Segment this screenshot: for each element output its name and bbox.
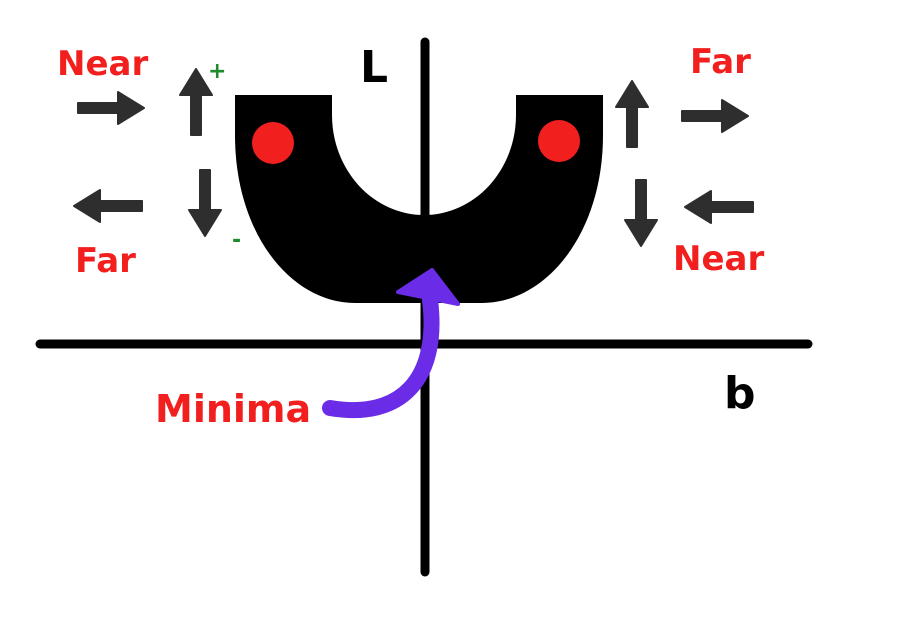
right-arrow-icon bbox=[77, 91, 145, 125]
left-arrow-icon bbox=[684, 190, 754, 224]
down-arrow-icon bbox=[624, 179, 658, 247]
right-near-label: Near bbox=[673, 239, 764, 279]
minus-sign: - bbox=[232, 228, 241, 253]
left-arrow-icon bbox=[73, 189, 143, 223]
minima-arrow bbox=[322, 268, 460, 419]
left-ball bbox=[252, 122, 294, 164]
potential-well bbox=[235, 95, 603, 303]
up-arrow-icon bbox=[615, 80, 649, 148]
vertical-axis-label: L bbox=[360, 42, 388, 93]
minima-label: Minima bbox=[155, 387, 311, 431]
up-arrow-icon bbox=[179, 68, 213, 136]
horizontal-axis-label: b bbox=[724, 368, 756, 419]
right-ball bbox=[538, 120, 580, 162]
down-arrow-icon bbox=[188, 169, 222, 237]
left-far-label: Far bbox=[75, 241, 136, 281]
right-arrow-icon bbox=[681, 99, 749, 133]
right-far-label: Far bbox=[690, 42, 751, 82]
left-near-label: Near bbox=[57, 44, 148, 84]
plus-sign: + bbox=[208, 59, 226, 84]
